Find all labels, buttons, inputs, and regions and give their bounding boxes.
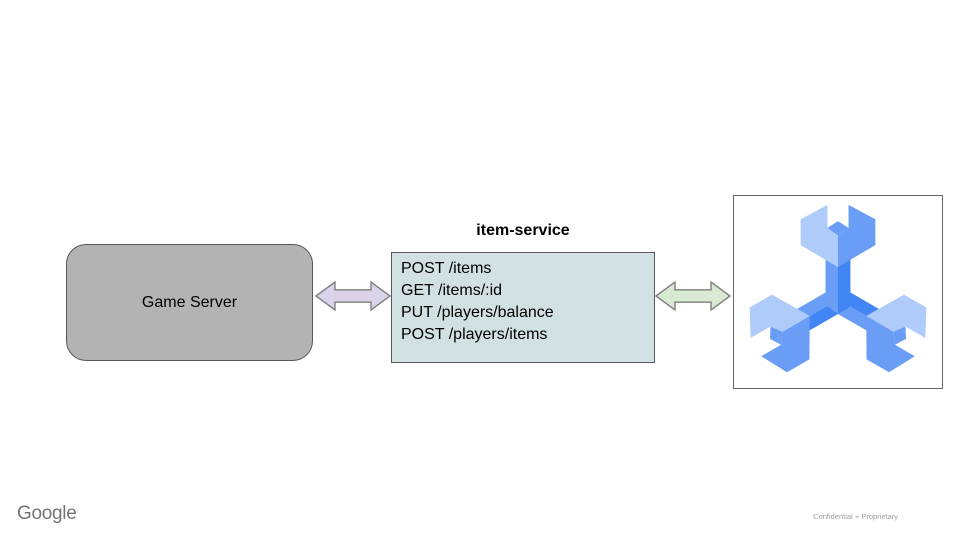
double-arrow-shape xyxy=(655,280,731,312)
endpoint-line: POST /items xyxy=(401,260,492,277)
cloud-spanner-icon xyxy=(749,204,927,373)
google-wordmark: Google xyxy=(17,503,77,524)
game-server-node: Game Server xyxy=(66,244,313,361)
spanner-arm-top xyxy=(800,204,876,315)
endpoint-line: PUT /players/balance xyxy=(401,304,554,321)
spanner-arm-bottom-right xyxy=(825,286,927,373)
item-service-title: item-service xyxy=(476,222,570,239)
double-arrow-shape xyxy=(315,280,391,312)
item-service-node: POST /items GET /items/:id PUT /players/… xyxy=(391,252,655,363)
game-server-label: Game Server xyxy=(141,293,238,311)
spanner-logo-box xyxy=(733,195,943,389)
confidential-note: Confidential + Proprietary xyxy=(813,512,898,521)
endpoint-line: POST /players/items xyxy=(401,326,548,343)
endpoint-line: GET /items/:id xyxy=(401,282,503,299)
bidirectional-arrow-icon xyxy=(655,280,731,312)
bidirectional-arrow-icon xyxy=(315,280,391,312)
